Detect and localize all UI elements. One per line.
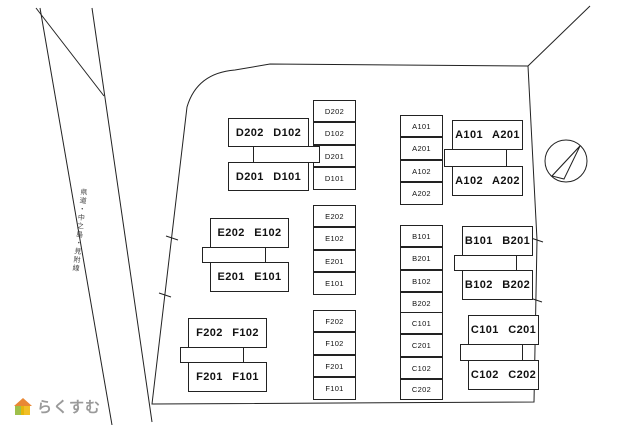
building-e-upper-label: E202 E102 — [217, 227, 282, 239]
unit-cell: F101 — [313, 377, 356, 400]
road-edge-left — [39, 7, 113, 425]
unit-cell: C201 — [400, 334, 443, 357]
building-d-upper-label: D202 D102 — [235, 126, 302, 139]
building-c-lower: C102 C202 — [468, 360, 539, 390]
road-edge-right — [91, 7, 153, 423]
logo-text: らくすむ — [37, 399, 102, 416]
unit-cell: A101 — [400, 115, 443, 137]
boundary-tick — [165, 235, 179, 241]
building-b-upper: B101 B201 — [462, 226, 533, 256]
unit-cell: E101 — [313, 272, 356, 295]
building-c-upper-label: C101 C201 — [470, 324, 537, 336]
logo: らくすむ — [13, 396, 101, 417]
building-c-mid — [460, 344, 523, 361]
boundary-line-nw — [35, 7, 105, 97]
unit-cell: E202 — [313, 205, 356, 227]
building-a-upper-label: A101 A201 — [455, 129, 520, 141]
building-f-mid — [180, 347, 244, 363]
building-c-upper: C101 C201 — [468, 315, 539, 345]
unit-cell: B101 — [400, 225, 443, 247]
building-d-lower: D201 D101 — [228, 162, 309, 191]
building-f-upper: F202 F102 — [188, 318, 267, 348]
building-e-mid — [202, 247, 266, 263]
unit-cell: C202 — [400, 379, 443, 400]
unit-cell: B201 — [400, 247, 443, 270]
building-b-lower: B102 B202 — [462, 270, 533, 300]
building-b-lower-label: B102 B202 — [464, 279, 531, 291]
unit-cell: D202 — [313, 100, 356, 122]
unit-cell: A102 — [400, 160, 443, 182]
building-f-lower: F201 F101 — [188, 362, 267, 392]
building-d-upper: D202 D102 — [228, 118, 309, 147]
unit-cell: D102 — [313, 122, 356, 145]
unit-cell: F201 — [313, 355, 356, 377]
unit-cell: D101 — [313, 167, 356, 190]
boundary-tick — [530, 237, 544, 243]
boundary-tick — [158, 292, 172, 298]
building-f-lower-label: F201 F101 — [196, 371, 259, 383]
unit-cell: E201 — [313, 250, 356, 272]
building-a-upper: A101 A201 — [452, 120, 523, 150]
unit-cell: F102 — [313, 332, 356, 355]
building-e-lower: E201 E101 — [210, 262, 289, 292]
building-b-upper-label: B101 B201 — [464, 235, 531, 247]
north-compass-icon — [544, 139, 588, 183]
building-b-mid — [454, 255, 517, 271]
building-c-lower-label: C102 C202 — [470, 369, 537, 381]
building-d-lower-label: D201 D101 — [235, 170, 302, 183]
house-logo-icon — [14, 397, 32, 415]
unit-cell: E102 — [313, 227, 356, 250]
building-e-lower-label: E201 E101 — [217, 271, 282, 283]
unit-cell: F202 — [313, 310, 356, 332]
unit-cell: C101 — [400, 312, 443, 334]
building-d-mid — [253, 146, 320, 163]
building-e-upper: E202 E102 — [210, 218, 289, 248]
building-f-upper-label: F202 F102 — [196, 327, 259, 339]
unit-cell: A201 — [400, 137, 443, 160]
building-a-lower: A102 A202 — [452, 166, 523, 196]
unit-cell: B102 — [400, 270, 443, 292]
unit-cell: C102 — [400, 357, 443, 379]
boundary-line-ne — [527, 5, 591, 67]
unit-cell: A202 — [400, 182, 443, 205]
building-a-lower-label: A102 A202 — [455, 175, 520, 187]
property-boundary — [151, 63, 538, 405]
building-a-mid — [444, 149, 507, 167]
